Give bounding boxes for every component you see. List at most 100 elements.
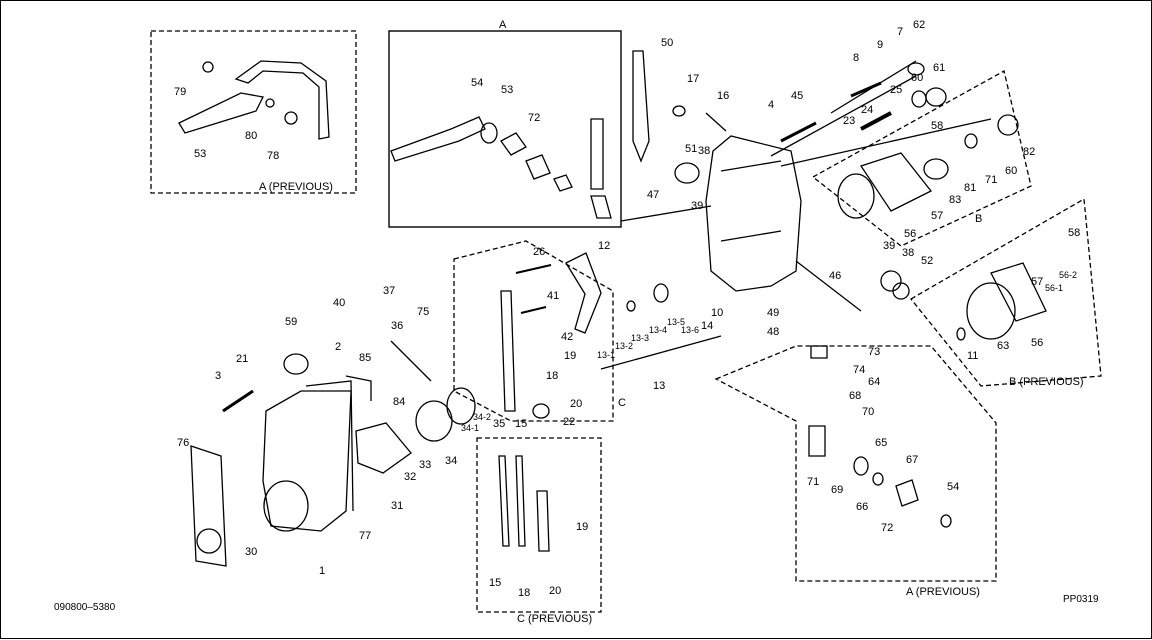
box-c [453, 240, 614, 422]
callout-75: 75 [417, 306, 430, 318]
callout-13-6: 13-6 [681, 325, 700, 335]
callout-66: 66 [856, 501, 869, 513]
callout-3: 3 [215, 370, 222, 382]
callout-42: 42 [561, 331, 574, 343]
group-label-a-previous: A (PREVIOUS) [906, 586, 980, 598]
group-label-c: C [618, 397, 626, 409]
callout-18: 18 [546, 370, 559, 382]
callout-30: 30 [245, 546, 258, 558]
callout-20: 20 [570, 398, 583, 410]
callout-72: 72 [881, 522, 894, 534]
callout-8: 8 [853, 52, 860, 64]
callout-13-2: 13-2 [615, 341, 634, 351]
callout-34-2: 34-2 [473, 412, 492, 422]
callout-71: 71 [807, 476, 820, 488]
callout-15: 15 [515, 418, 528, 430]
callout-20: 20 [549, 585, 562, 597]
box-b [811, 70, 1032, 247]
callout-2: 2 [335, 341, 342, 353]
callout-26: 26 [533, 246, 546, 258]
callout-64: 64 [868, 376, 881, 388]
callout-53: 53 [501, 84, 514, 96]
callout-12: 12 [598, 240, 611, 252]
callout-80: 80 [245, 130, 258, 142]
callout-15: 15 [489, 577, 502, 589]
callout-34: 34 [445, 455, 458, 467]
callout-4: 4 [768, 99, 775, 111]
callout-45: 45 [791, 90, 804, 102]
callout-48: 48 [767, 326, 780, 338]
callout-63: 63 [997, 340, 1010, 352]
callout-40: 40 [333, 297, 346, 309]
callout-7: 7 [897, 26, 904, 38]
callout-52: 52 [921, 255, 934, 267]
callout-9: 9 [877, 39, 884, 51]
callout-70: 70 [862, 406, 875, 418]
callout-51: 51 [685, 143, 698, 155]
callout-19: 19 [564, 350, 577, 362]
callout-81: 81 [964, 182, 977, 194]
callout-35: 35 [493, 418, 506, 430]
callout-53: 53 [194, 148, 207, 160]
box-c-previous [476, 437, 602, 613]
callout-76: 76 [177, 437, 190, 449]
callout-82: 82 [1023, 146, 1036, 158]
callout-84: 84 [393, 396, 406, 408]
callout-60: 60 [1005, 165, 1018, 177]
callout-41: 41 [547, 290, 560, 302]
callout-58: 58 [931, 120, 944, 132]
callout-61: 61 [933, 62, 946, 74]
callout-77: 77 [359, 530, 372, 542]
group-label-a-previous: A (PREVIOUS) [259, 181, 333, 193]
callout-19: 19 [576, 521, 589, 533]
callout-25: 25 [890, 84, 903, 96]
callout-50: 50 [661, 37, 674, 49]
callout-13-4: 13-4 [649, 325, 668, 335]
callout-59: 59 [285, 316, 298, 328]
callout-85: 85 [359, 352, 372, 364]
callout-72: 72 [528, 112, 541, 124]
callout-32: 32 [404, 471, 417, 483]
callout-73: 73 [868, 346, 881, 358]
callout-56: 56 [904, 228, 917, 240]
callout-78: 78 [267, 150, 280, 162]
callout-56-1: 56-1 [1045, 283, 1064, 293]
callout-1: 1 [319, 565, 326, 577]
callout-21: 21 [236, 353, 249, 365]
callout-39: 39 [691, 200, 704, 212]
group-label-a: A [499, 19, 507, 31]
group-label-c-previous: C (PREVIOUS) [517, 613, 593, 625]
callout-56-2: 56-2 [1059, 270, 1078, 280]
document-code-right: PP0319 [1063, 594, 1099, 605]
callout-57: 57 [931, 210, 944, 222]
callout-65: 65 [875, 437, 888, 449]
callout-13: 13 [653, 380, 666, 392]
document-code-left: 090800–5380 [54, 602, 116, 613]
box-a-previous-topleft [150, 30, 357, 194]
callout-49: 49 [767, 307, 780, 319]
callout-34-1: 34-1 [461, 423, 480, 433]
callout-60: 60 [911, 72, 924, 84]
callout-16: 16 [717, 90, 730, 102]
pump-housing-outline [705, 135, 802, 292]
callout-24: 24 [861, 104, 874, 116]
callout-17: 17 [687, 73, 700, 85]
callout-39: 39 [883, 240, 896, 252]
callout-10: 10 [711, 307, 724, 319]
callout-69: 69 [831, 484, 844, 496]
governor-housing-outline [262, 390, 352, 532]
box-a-top [388, 30, 622, 228]
callout-47: 47 [647, 189, 660, 201]
callout-71: 71 [985, 174, 998, 186]
callout-37: 37 [383, 285, 396, 297]
callout-58: 58 [1068, 227, 1081, 239]
callout-33: 33 [419, 459, 432, 471]
callout-13-5: 13-5 [667, 317, 686, 327]
callout-68: 68 [849, 390, 862, 402]
callout-62: 62 [913, 19, 926, 31]
callout-74: 74 [853, 364, 866, 376]
box-b-previous [910, 197, 1102, 387]
callout-13-3: 13-3 [631, 333, 650, 343]
